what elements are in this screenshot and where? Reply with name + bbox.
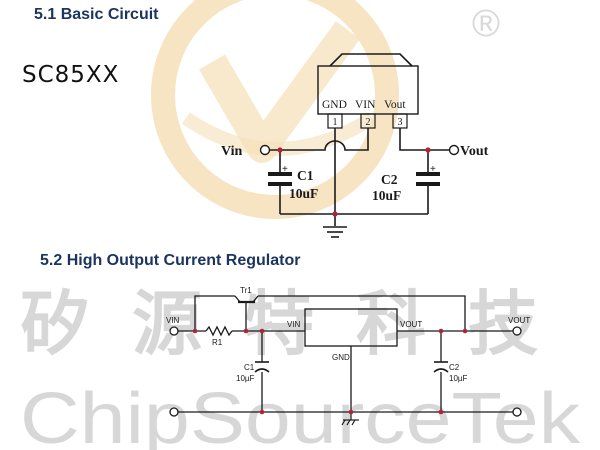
section-heading-basic-circuit: 5.1 Basic Circuit (34, 6, 159, 23)
watermark-brand-text: ChipSourceTek (20, 379, 581, 450)
junction-dot (243, 328, 249, 334)
c1-label-2: C1 (244, 363, 255, 372)
svg-text:+: + (430, 164, 436, 175)
section-heading-high-current: 5.2 High Output Current Regulator (40, 252, 301, 269)
vin-terminal-2[interactable] (169, 326, 179, 336)
c1-label: C1 (297, 168, 314, 183)
c1-value-2: 10µF (236, 374, 255, 383)
junction-dot (259, 409, 265, 415)
vin-terminal[interactable] (259, 144, 271, 156)
ic-vin-label: VIN (287, 320, 301, 329)
capacitor-c2-symbol-2 (433, 361, 449, 373)
c2-value: 10uF (372, 188, 401, 203)
watermark-chinese-text: 矽源特科技 (20, 286, 580, 364)
gnd-terminal-right[interactable] (512, 407, 522, 417)
vout-label-2: VOUT (508, 316, 530, 325)
pin-number-2: 2 (366, 117, 371, 128)
junction-dot (348, 409, 354, 415)
basic-circuit-junctions (277, 147, 431, 217)
junction-dot (462, 328, 468, 334)
pin-number-1: 1 (333, 117, 338, 128)
ground-symbol-2 (341, 412, 359, 426)
resistor-label: R1 (212, 338, 223, 347)
vin-label-2: VIN (166, 316, 180, 325)
junction-dot (425, 147, 431, 153)
transistor-emitter-lead (234, 295, 241, 303)
ground-symbol (323, 226, 347, 238)
vout-pin-wire (399, 128, 450, 151)
part-number-label: SC85XX (22, 62, 120, 88)
vin-label: Vin (221, 144, 242, 159)
vout-label: Vout (460, 144, 489, 159)
junction-dot (438, 328, 444, 334)
c2-label-2: C2 (449, 363, 460, 372)
junction-dot (332, 211, 338, 217)
regulator-package-tab (329, 53, 413, 67)
junction-dot (277, 147, 283, 153)
basic-circuit-labels: GND VIN Vout 1 2 3 Vin Vout C1 10uF C2 1… (221, 99, 489, 203)
vin-pin-wire (270, 128, 369, 151)
capacitor-c1-symbol: + (268, 164, 292, 186)
basic-circuit-schematic (259, 53, 460, 226)
vout-terminal[interactable] (448, 144, 460, 156)
resistor-r1 (205, 325, 233, 337)
transistor-collector-lead (252, 295, 259, 303)
junction-dot (438, 409, 444, 415)
transistor-emitter-loop (194, 295, 235, 331)
svg-text:+: + (282, 164, 288, 175)
pin-number-3: 3 (398, 117, 403, 128)
watermark: ® 矽源特科技 ChipSourceTek (20, 0, 581, 450)
pin-name-vin: VIN (355, 99, 376, 111)
c1-value: 10uF (289, 186, 318, 201)
ic-vout-label: VOUT (400, 320, 422, 329)
capacitor-c2-symbol: + (416, 164, 440, 186)
c2-value-2: 10µF (449, 374, 468, 383)
transistor-label: Tr1 (240, 286, 252, 295)
c2-label: C2 (381, 172, 398, 187)
pin-name-vout: Vout (384, 99, 406, 111)
high-current-labels: VIN VOUT Tr1 R1 VIN VOUT GND C1 10µF C2 … (166, 286, 530, 383)
watermark-registered-mark: ® (472, 3, 500, 45)
pin-name-gnd: GND (322, 99, 347, 111)
ic-gnd-label: GND (332, 353, 350, 362)
capacitor-c1-symbol-2 (254, 361, 270, 373)
gnd-terminal-left[interactable] (169, 407, 179, 417)
high-current-junctions (192, 328, 468, 415)
vout-terminal-2[interactable] (512, 326, 522, 336)
transistor-collector-wire (258, 295, 466, 331)
junction-dot (259, 328, 265, 334)
junction-dot (192, 328, 198, 334)
